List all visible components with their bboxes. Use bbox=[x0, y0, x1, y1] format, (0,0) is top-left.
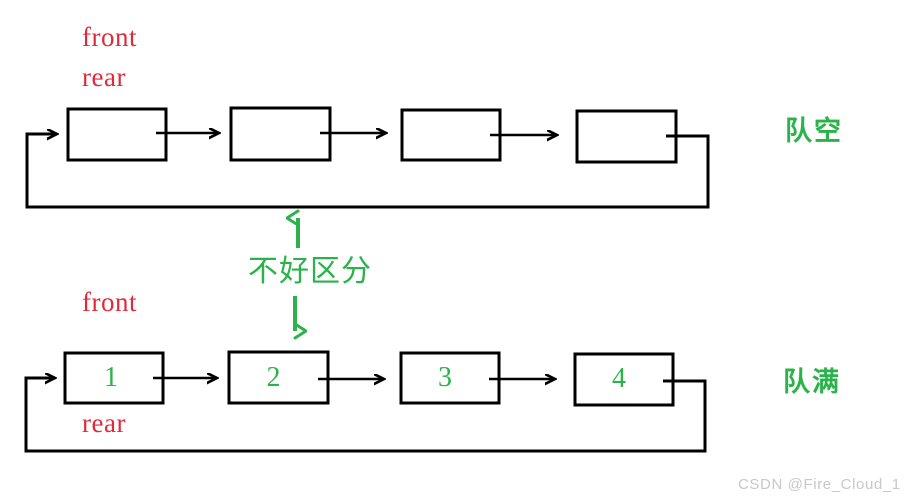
top-cell-0 bbox=[66, 107, 168, 162]
top-queue-wraparound-link bbox=[25, 134, 710, 209]
bottom-queue-state-label: 队满 bbox=[783, 367, 841, 397]
bottom-cell-3-value: 4 bbox=[612, 363, 626, 394]
top-cell-3 bbox=[575, 109, 678, 164]
top-queue-cells bbox=[66, 106, 678, 164]
bottom-queue-cells bbox=[63, 350, 675, 407]
top-queue-state-label: 队空 bbox=[785, 116, 843, 146]
bottom-cell-3 bbox=[573, 352, 675, 407]
bottom-cell-0 bbox=[63, 351, 165, 405]
top-queue-connectors bbox=[156, 133, 556, 135]
bottom-cell-2-value: 3 bbox=[438, 362, 452, 393]
top-front-pointer-label: front bbox=[82, 22, 137, 52]
ambiguity-note-label: 不好区分 bbox=[248, 255, 372, 288]
bottom-cell-0-value: 1 bbox=[104, 362, 118, 393]
bottom-front-pointer-label: front bbox=[82, 287, 137, 317]
bottom-cell-1-value: 2 bbox=[266, 362, 281, 393]
top-cell-1 bbox=[229, 106, 332, 162]
top-cell-2 bbox=[400, 108, 502, 162]
bottom-cell-1 bbox=[227, 350, 330, 405]
top-rear-pointer-label: rear bbox=[82, 62, 126, 92]
bottom-queue-connectors bbox=[153, 378, 554, 379]
bottom-rear-pointer-label: rear bbox=[82, 408, 126, 438]
bottom-queue-wraparound-link bbox=[24, 378, 707, 453]
csdn-watermark: CSDN @Fire_Cloud_1 bbox=[738, 476, 901, 493]
